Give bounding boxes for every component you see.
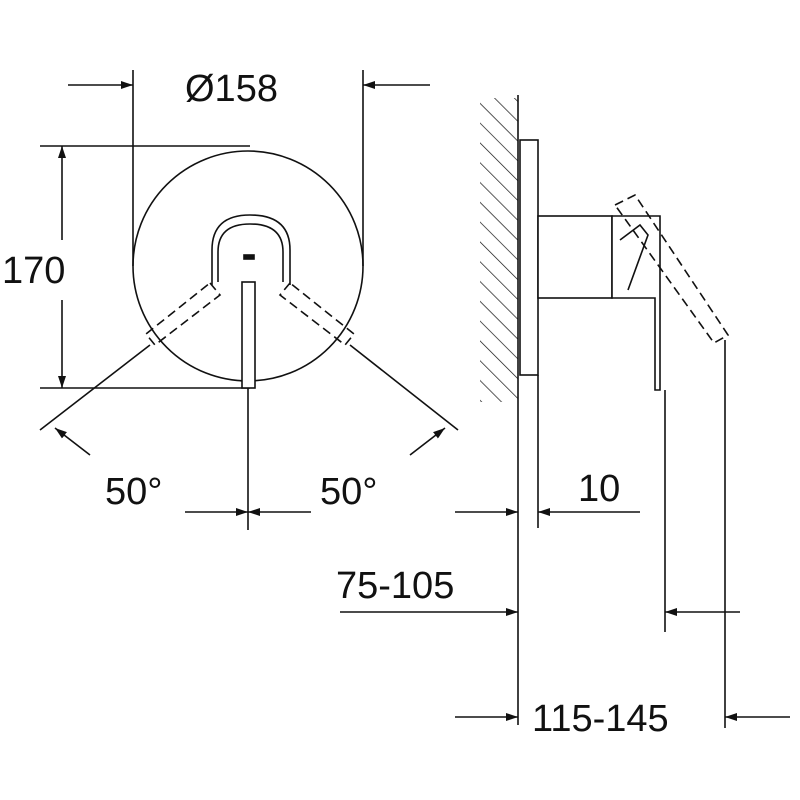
total-depth-label: 115-145 <box>532 698 669 740</box>
wall-depth-label: 75-105 <box>336 565 455 607</box>
plate-thickness-label: 10 <box>578 468 621 510</box>
height-label: 170 <box>2 250 66 292</box>
handle-outline <box>211 214 291 285</box>
lever-side-inner <box>619 223 649 291</box>
angle-arrow-left <box>54 427 91 456</box>
angle-arrow-right <box>409 427 446 456</box>
cover-plate-side <box>519 139 539 376</box>
lever <box>241 281 256 389</box>
wall-hatch <box>480 98 518 402</box>
handle-indicator <box>243 254 255 260</box>
angle-left-label: 50° <box>105 471 163 513</box>
lever-side <box>611 215 661 391</box>
angle-right-label: 50° <box>320 471 378 513</box>
side-view <box>340 95 790 728</box>
angle-line-right <box>349 344 459 431</box>
lever-side-rotated <box>613 193 730 345</box>
diameter-label: Ø158 <box>185 68 278 110</box>
valve-body <box>537 215 613 299</box>
handle-inner <box>217 223 284 282</box>
front-view <box>39 70 459 530</box>
lever-rotated-right <box>278 281 356 347</box>
angle-line-left <box>39 344 151 431</box>
